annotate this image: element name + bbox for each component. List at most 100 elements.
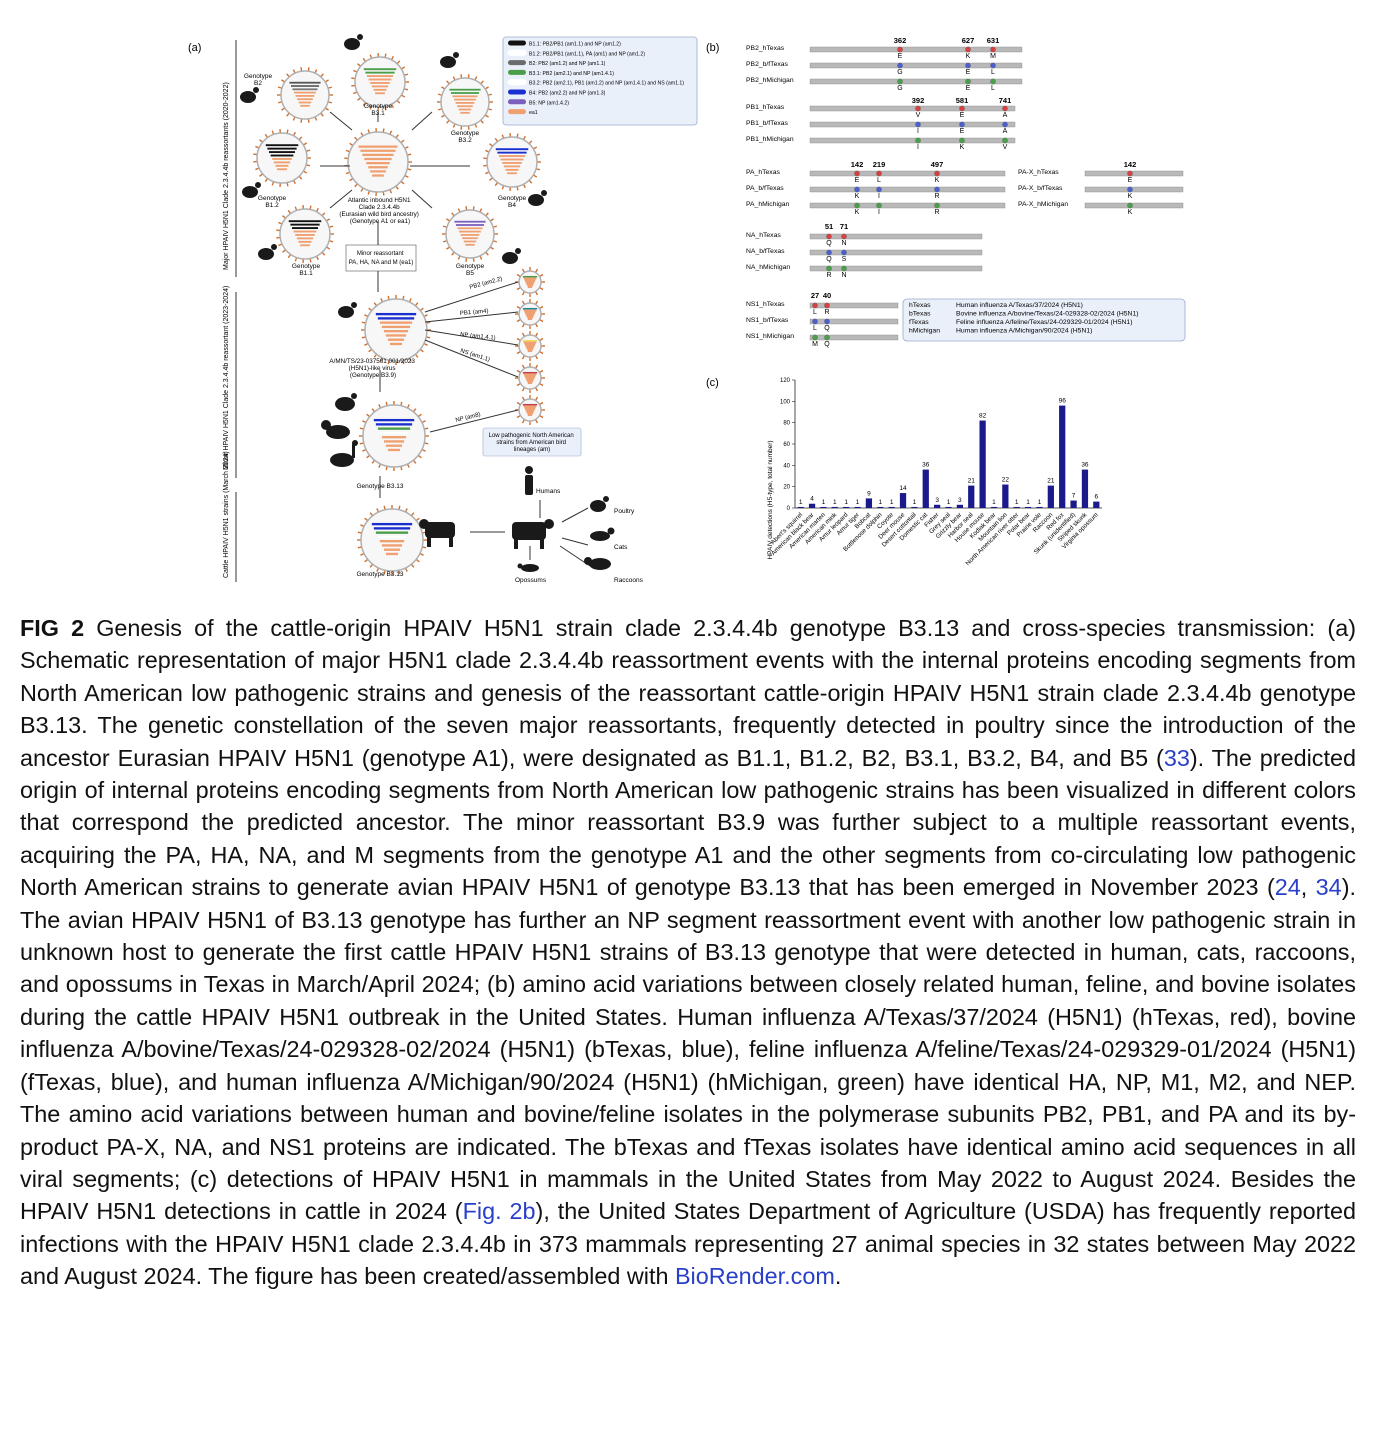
figure-caption: FIG 2 Genesis of the cattle-origin HPAIV… [20,612,1356,1293]
variant-dot [841,233,847,240]
side-label-minor: Minor HPAIV H5N1 Clade 2.3.4.4b reassort… [223,286,230,470]
residue-position: 219 [873,160,886,169]
caption-part-5: . [834,1263,842,1290]
genotype-b313-label-2: Genotype B3.13 [357,571,404,578]
sequence-row-label: PB2_hMichigan [746,77,794,84]
residue-position: 627 [962,36,975,45]
genotype-b313-label-1: Genotype B3.13 [357,483,404,490]
bar-value-label: 4 [810,496,814,503]
sequence-bar [809,170,1006,177]
variant-dot [965,62,971,69]
fig-2b-link[interactable]: Fig. 2b [462,1198,536,1225]
variant-dot [897,78,903,85]
variant-dot [990,78,996,85]
bar [911,506,918,508]
residue-letter: Q [824,341,830,348]
legend-swatch [508,69,526,75]
residue-letter: R [826,272,831,279]
sequence-row-label: PA_b/fTexas [746,185,784,192]
bar-value-label: 14 [899,485,907,492]
bar [956,504,963,508]
legend-swatch [508,40,526,46]
sequence-row-label: NA_hTexas [746,232,781,239]
variant-dot [897,62,903,69]
residue-letter: K [960,144,965,151]
bar-value-label: 7 [1072,493,1076,500]
chicken-icon [344,34,363,50]
virion-icon [359,401,429,471]
chicken-icon [502,248,521,264]
legend-items: B1.1: PB2/PB1 (am1.1) and NP (am1.2)B1.2… [507,40,684,116]
arrow-label-np: NP (am1.4.1) [460,332,496,342]
panel-a-label: (a) [188,42,201,54]
bar [1002,484,1009,508]
low-pathogenic-label: Low pathogenic North American strains fr… [489,433,576,453]
sequence-row-label: PA-X_b/fTexas [1018,185,1063,192]
cat-icon [590,527,615,541]
bar [934,504,941,508]
animal-silhouettes [240,34,615,572]
ref-link-34[interactable]: 34 [1315,874,1342,901]
bar [968,485,975,508]
sequence-bar [809,121,1016,128]
sequence-row-label: NS1_b/fTexas [746,317,789,324]
key-abbreviation: hTexas [909,302,931,309]
bar-value-label: 1 [878,499,882,506]
bar [1070,500,1077,508]
bar [979,420,986,508]
key-abbreviation: hMichigan [909,328,940,335]
chicken-icon [528,190,547,206]
chart-ylabel: HPAIV detections (H5-type, total number) [767,440,774,559]
sequence-row-label: PA_hMichigan [746,201,790,208]
biorender-link[interactable]: BioRender.com [674,1263,835,1290]
caption-part-3: ). The avian HPAIV H5N1 of B3.13 genotyp… [20,874,1356,1225]
legend-label: B3.2: PB2 (am2.1), PB1 (am1.2) and NP (a… [529,81,684,87]
virion-icon [351,53,409,111]
residue-letter: V [1003,144,1008,151]
ancestor-label: Atlantic inbound H5N1 Clade 2.3.4.4b (Eu… [339,197,420,225]
host-cats: Cats [614,544,628,551]
residue-letter: I [917,144,919,151]
bar [899,493,907,508]
residue-letter: E [855,177,860,184]
virion-icon [276,205,334,263]
virion-icon [437,74,493,130]
variant-dot [824,318,830,325]
host-raccoons: Raccoons [614,577,644,584]
side-label-cattle: Cattle HPAIV H5N1 strains (March 2024) [223,451,230,578]
bar [1059,405,1066,508]
bar-value-label: 1 [856,499,860,506]
bar-value-label: 1 [799,499,803,506]
bar [831,506,838,508]
sequence-row-label: PA_hTexas [746,169,780,176]
residue-letter: L [991,69,995,76]
residue-letter: K [1128,193,1133,200]
variant-dot [897,46,903,53]
ref-link-33[interactable]: 33 [1163,744,1190,771]
bar [1047,485,1054,508]
ref-link-24[interactable]: 24 [1274,874,1301,901]
variant-dot [1127,202,1133,209]
residue-letter: Q [826,256,832,263]
y-tick-label: 60 [783,442,790,448]
bar-value-label: 22 [1002,477,1010,484]
opossum-icon [517,563,539,572]
variant-dot [824,302,830,309]
virion-icon [253,129,311,187]
sequence-row-label: PB1_hTexas [746,104,785,111]
residue-position: 741 [999,96,1012,105]
bar-value-label: 21 [968,478,976,485]
bar-value-label: 1 [992,499,996,506]
caption-part-4: ), the United States Department of Agric… [20,1198,1356,1290]
bar [888,506,895,508]
variant-dot [826,249,832,256]
y-tick-label: 120 [780,378,791,384]
variant-dot [1002,105,1008,112]
variant-dot [841,249,847,256]
host-opossums: Opossums [515,577,547,584]
bar [945,506,952,508]
cow-icon [512,519,554,549]
